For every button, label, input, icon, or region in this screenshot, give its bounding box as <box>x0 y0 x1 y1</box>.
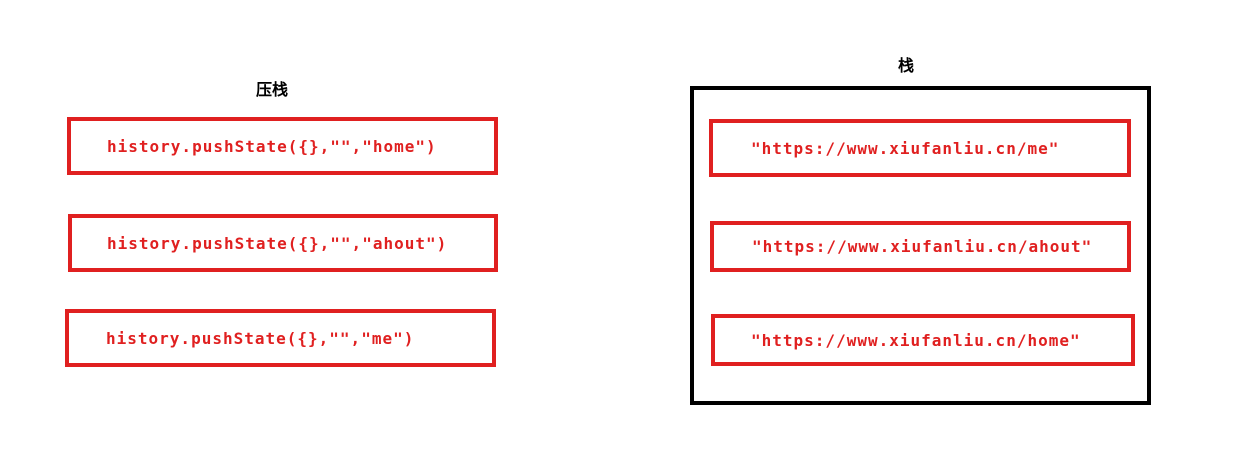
stack-entry-text: "https://www.xiufanliu.cn/ahout" <box>752 237 1093 256</box>
push-call-box-ahout: history.pushState({},"","ahout") <box>68 214 498 272</box>
stack-entry-me: "https://www.xiufanliu.cn/me" <box>709 119 1131 177</box>
stack-section-title: 栈 <box>898 56 915 75</box>
stack-container <box>690 86 1151 405</box>
stack-entry-text: "https://www.xiufanliu.cn/home" <box>751 330 1081 350</box>
push-call-text: history.pushState({},"","ahout") <box>107 233 448 253</box>
stack-entry-ahout: "https://www.xiufanliu.cn/ahout" <box>710 221 1131 272</box>
push-call-box-me: history.pushState({},"","me") <box>65 309 496 367</box>
stack-entry-text: "https://www.xiufanliu.cn/me" <box>751 138 1060 158</box>
push-call-text: history.pushState({},"","me") <box>106 328 415 348</box>
push-section-title: 压栈 <box>256 80 289 99</box>
stack-entry-home: "https://www.xiufanliu.cn/home" <box>711 314 1135 366</box>
push-call-text: history.pushState({},"","home") <box>107 136 437 156</box>
push-call-box-home: history.pushState({},"","home") <box>67 117 498 175</box>
